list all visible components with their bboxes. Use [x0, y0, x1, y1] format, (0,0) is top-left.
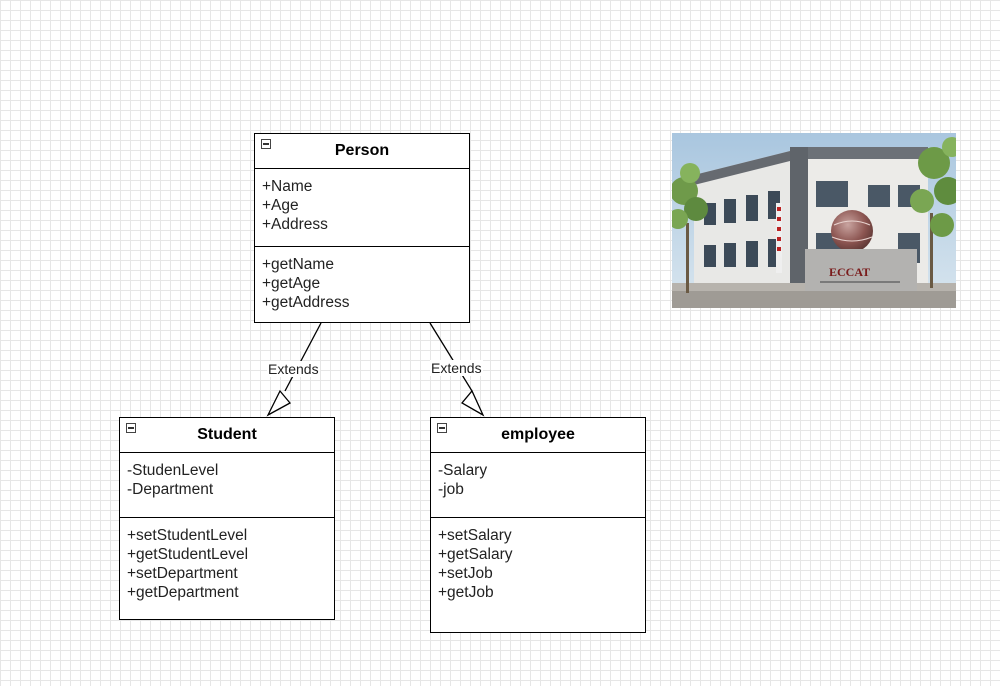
class-name: employee — [501, 426, 575, 443]
extends-arrowhead-student — [266, 389, 292, 417]
collapse-icon[interactable] — [261, 139, 271, 149]
attribute: -StudenLevel — [127, 462, 219, 479]
class-name: Student — [197, 426, 257, 443]
extends-label-employee: Extends — [430, 360, 483, 376]
method: +getAddress — [262, 294, 350, 311]
method: +getName — [262, 256, 334, 273]
method: +setSalary — [438, 527, 512, 544]
method: +getDepartment — [127, 584, 239, 601]
extends-line-employee — [429, 322, 473, 392]
attribute: +Address — [262, 216, 328, 233]
eccat-sign: ECCAT — [829, 265, 870, 279]
attribute: -Department — [127, 481, 214, 498]
method: +getJob — [438, 584, 494, 601]
method: +setStudentLevel — [127, 527, 248, 544]
class-student[interactable]: Student -StudenLevel -Department +setStu… — [119, 417, 335, 620]
method: +getStudentLevel — [127, 546, 249, 563]
methods-section: +setStudentLevel +getStudentLevel +setDe… — [120, 518, 334, 602]
class-name: Person — [334, 142, 390, 159]
building-illustration: ECCAT — [672, 133, 956, 308]
collapse-icon[interactable] — [126, 423, 136, 433]
method: +setDepartment — [127, 565, 238, 582]
class-person[interactable]: Person +Name +Age +Address +getName +get… — [254, 133, 470, 323]
class-employee[interactable]: employee -Salary -job +setSalary +getSal… — [430, 417, 646, 633]
attribute: +Name — [262, 178, 313, 195]
attribute: -Salary — [438, 462, 488, 479]
method: +getSalary — [438, 546, 513, 563]
class-header: Student — [120, 418, 334, 453]
attribute: -job — [438, 481, 464, 498]
methods-section: +setSalary +getSalary +setJob +getJob — [431, 518, 645, 602]
attributes-section: -Salary -job — [431, 453, 645, 518]
class-header: Person — [255, 134, 469, 169]
building-photo[interactable]: ECCAT — [672, 133, 956, 308]
attribute: +Age — [262, 197, 299, 214]
method: +getAge — [262, 275, 321, 292]
methods-section: +getName +getAge +getAddress — [255, 247, 469, 312]
class-header: employee — [431, 418, 645, 453]
attributes-section: +Name +Age +Address — [255, 169, 469, 247]
attributes-section: -StudenLevel -Department — [120, 453, 334, 518]
extends-arrowhead-employee — [461, 389, 485, 417]
method: +setJob — [438, 565, 493, 582]
extends-label-student: Extends — [267, 361, 320, 377]
extends-line-student — [284, 322, 322, 392]
collapse-icon[interactable] — [437, 423, 447, 433]
